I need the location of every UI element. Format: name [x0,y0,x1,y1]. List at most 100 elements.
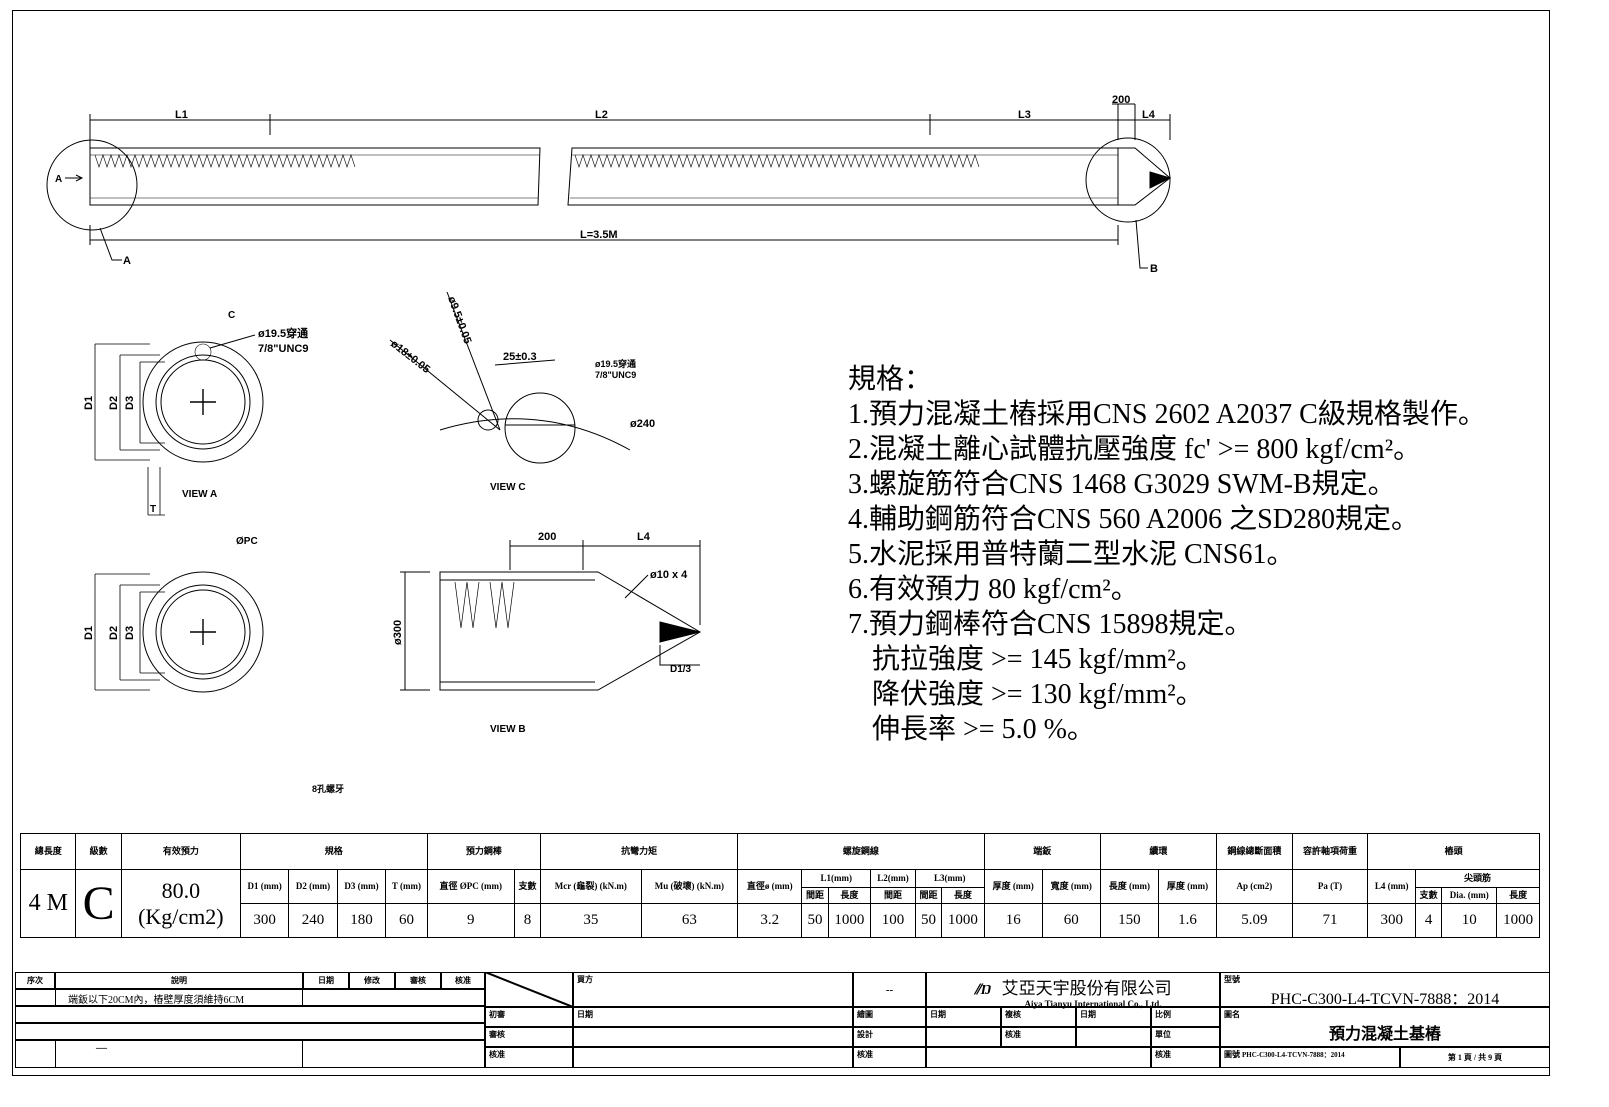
th-l3: L3(mm) [914,869,985,888]
spec-line: 6.有效預力 80 kgf/cm²。 [848,574,1139,605]
review-label: 審核 [485,1027,573,1047]
spec-subline: 降伏強度 >= 130 kgf/mm²。 [872,679,1204,710]
model-value: PHC-C300-L4-TCVN-7888：2014 [1270,991,1500,1008]
drawing-area: L1 L2 L3 200 L4 L=3.5M A A B C ø19.5穿通 7… [46,94,1172,794]
view-pc-d3: D3 [124,626,136,640]
eff-unit: (Kg/cm2) [138,903,224,929]
view-b-tip: D1/3 [670,664,692,675]
no-label: 圖號 [1224,1050,1240,1059]
spec-subline: 伸長率 >= 5.0 %。 [872,714,1095,745]
th-load: 容許軸項荷重 [1291,833,1369,870]
rev-header: 審核 [395,972,441,989]
view-c-dim-c: 25±0.3 [503,351,537,363]
th-pitch: 間距 [870,887,916,904]
drawing-frame [12,10,1550,1076]
cell-eff: 80.0(Kg/cm2) [120,869,241,938]
name-label: 圖名 [1224,1010,1240,1019]
date-label: 日期 [926,1007,1001,1027]
th-pitch: 間距 [914,887,943,904]
dim-total: L=3.5M [580,229,618,241]
cell-grade: C [75,869,122,938]
eff-value: 80.0 [161,877,201,903]
th-eff-prestress: 有效預力 [120,833,241,870]
th-d2: D2 (mm) [288,869,338,904]
view-c-thread: 7/8"UNC9 [595,370,636,380]
diagonal-cell [485,972,573,1007]
rev-dash: — [55,1040,303,1068]
view-pc-d2: D2 [108,626,120,640]
th-grade: 級數 [75,833,122,870]
approve-label: 核准 [1151,1047,1220,1068]
th-len: 長度 [827,887,872,904]
view-a-d2: D2 [108,396,120,410]
view-c-dim-a: ø9.5±0.05 [445,295,473,346]
dim-l2: L2 [595,109,608,121]
company-logo-icon: ⫽Ŋ [974,983,992,998]
specifications-notes: 規格： 1.預力混凝土樁採用CNS 2602 A2037 C級規格製作。 2.混… [848,362,1486,747]
table-cell: 1000 [827,903,872,938]
view-a-d1: D1 [83,396,95,410]
approve-label: 核准 [485,1047,573,1068]
table-cell: 71 [1291,903,1369,938]
dash-cell: -- [853,972,926,1007]
approve-label: 核准 [1001,1027,1076,1047]
table-cell: 100 [870,903,916,938]
th-length: 總長度 [19,833,77,870]
th-end-plate: 端鈑 [983,833,1101,870]
th-tcount: 支數 [1415,887,1443,904]
table-cell: 16 [983,903,1043,938]
page-number: 第 1 頁 / 共 9 頁 [1400,1047,1550,1068]
view-a-hole: ø19.5穿通 [258,326,308,340]
table-cell: 60 [1041,903,1101,938]
callout-a: A [123,255,131,267]
th-area: 鋼線總斷面積 [1216,833,1293,870]
spec-line: 2.混凝土離心試體抗壓強度 fc' >= 800 kgf/cm²。 [848,434,1422,465]
draw-label: 繪圖 [853,1007,926,1027]
rev-header: 修改 [349,972,395,989]
spec-line: 3.螺旋筋符合CNS 1468 G3029 SWM-B規定。 [848,469,1396,500]
view-c-title: VIEW C [490,482,526,493]
spec-line: 4.輔助鋼筋符合CNS 560 A2006 之SD280規定。 [848,504,1419,535]
th-t: T (mm) [385,869,428,904]
arrow-a-label: A [55,174,62,185]
rev-note: 端鈑以下20CM內，樁壁厚度須維持6CM [55,989,303,1006]
th-spec: 規格 [239,833,428,870]
view-a-thread: 7/8"UNC9 [258,343,308,355]
th-sp-dia: 直徑ø (mm) [737,869,803,904]
table-cell: 1.6 [1157,903,1218,938]
table-cell: 10 [1441,903,1498,938]
th-rthick: 厚度 (mm) [1157,869,1218,904]
th-ring: 續環 [1099,833,1218,870]
dim-200: 200 [1112,94,1130,106]
rev-header: 核准 [441,972,485,989]
company-name-en: Aiya Tianyu International Co., Ltd. [1024,999,1162,1009]
table-cell: 150 [1099,903,1159,938]
th-moment: 抗彎力矩 [540,833,739,870]
table-cell: 50 [914,903,943,938]
th-len: 長度 [941,887,985,904]
view-a-t: T [150,504,156,515]
th-spiral: 螺旋鋼線 [737,833,985,870]
cell-length: 4 M [19,869,77,938]
view-b-title: VIEW B [490,724,526,735]
th-tipbar: 尖頭筋 [1415,869,1540,888]
table-cell: 1000 [941,903,985,938]
spec-line: 7.預力鋼棒符合CNS 15898規定。 [848,609,1253,640]
table-cell: 240 [288,903,338,938]
th-pa: Pa (T) [1291,869,1369,904]
th-width: 寬度 (mm) [1041,869,1101,904]
pile-spec-table: 總長度 級數 有效預力 規格 預力鋼棒 抗彎力矩 螺旋鋼線 端鈑 續環 鋼線總斷… [19,833,1540,938]
approve-label: 核准 [853,1047,926,1068]
table-cell: 60 [385,903,428,938]
view-b-dia: ø300 [392,620,404,645]
dim-l3: L3 [1018,109,1031,121]
th-pitch: 間距 [801,887,829,904]
view-pc-d1: D1 [83,626,95,640]
check-label: 複核 [1001,1007,1076,1027]
name-cell: 圖名預力混凝土基樁 [1220,1007,1550,1047]
title-block: 序次 說明 日期 修改 審核 核准 端鈑以下20CM內，樁壁厚度須維持6CM —… [15,972,1550,1072]
drawing-name: 預力混凝土基樁 [1328,1024,1441,1043]
pile-elevation: L1 L2 L3 200 L4 L=3.5M A A B [46,94,1172,275]
